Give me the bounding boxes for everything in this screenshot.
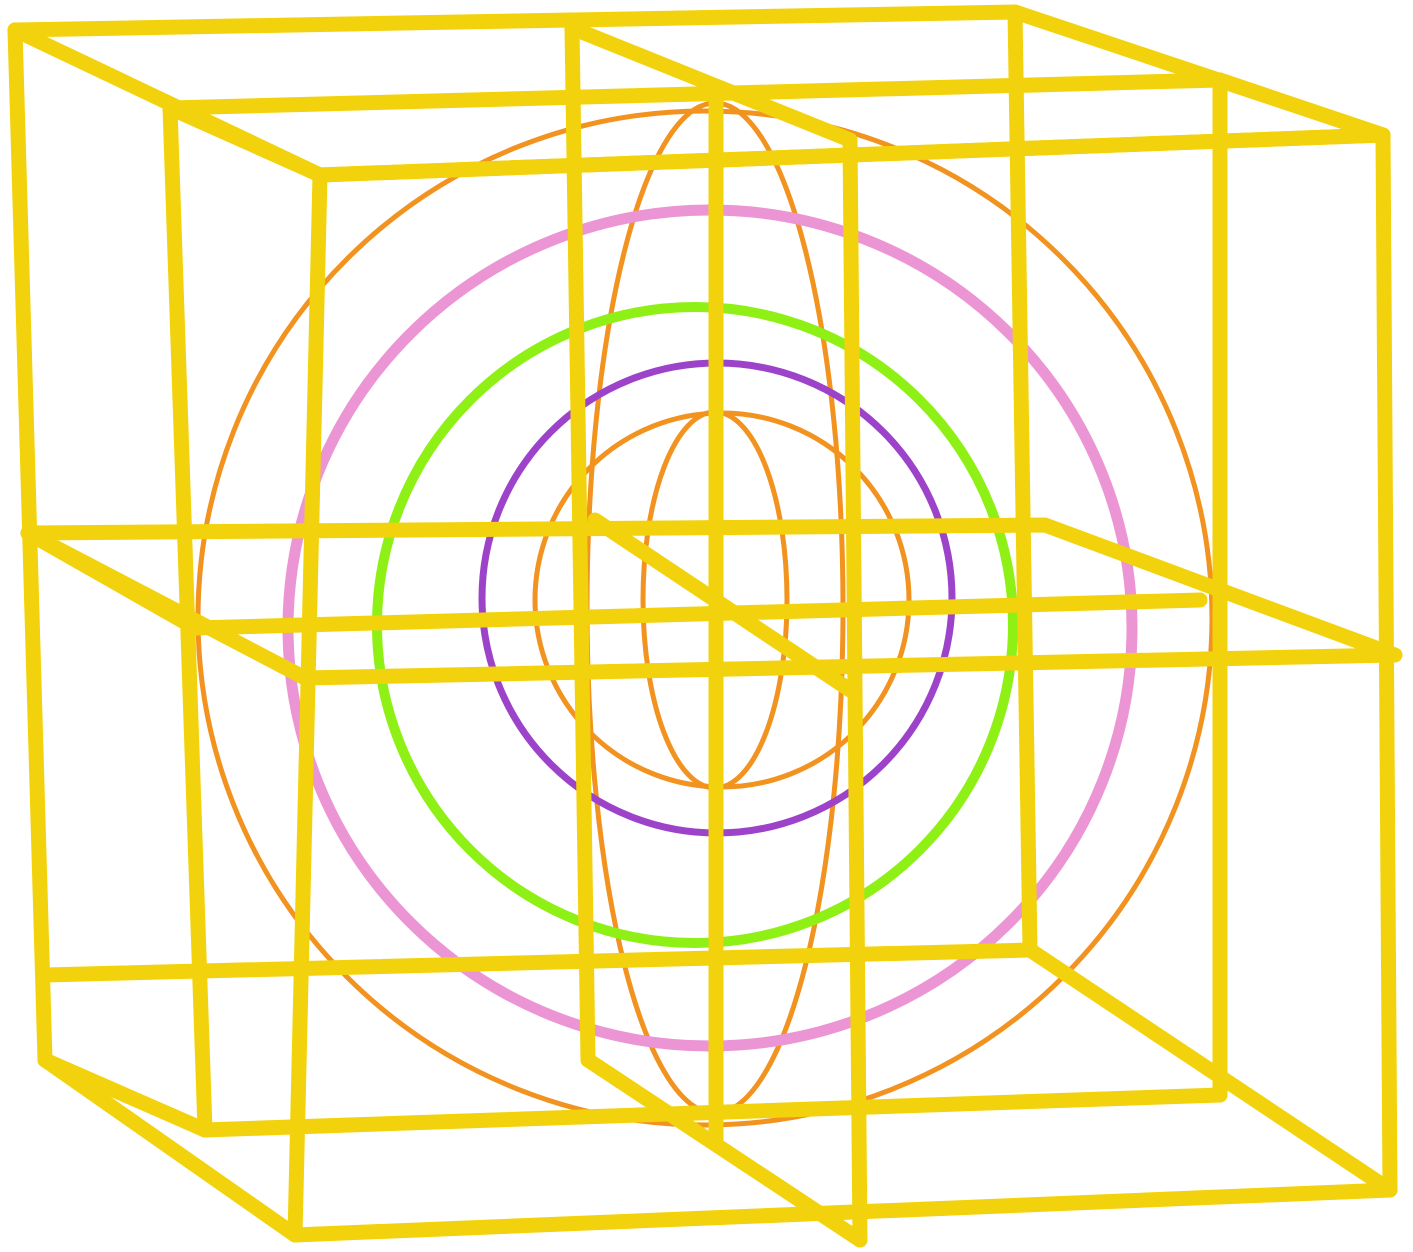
nested-cube-sphere-drawing [0,0,1413,1252]
